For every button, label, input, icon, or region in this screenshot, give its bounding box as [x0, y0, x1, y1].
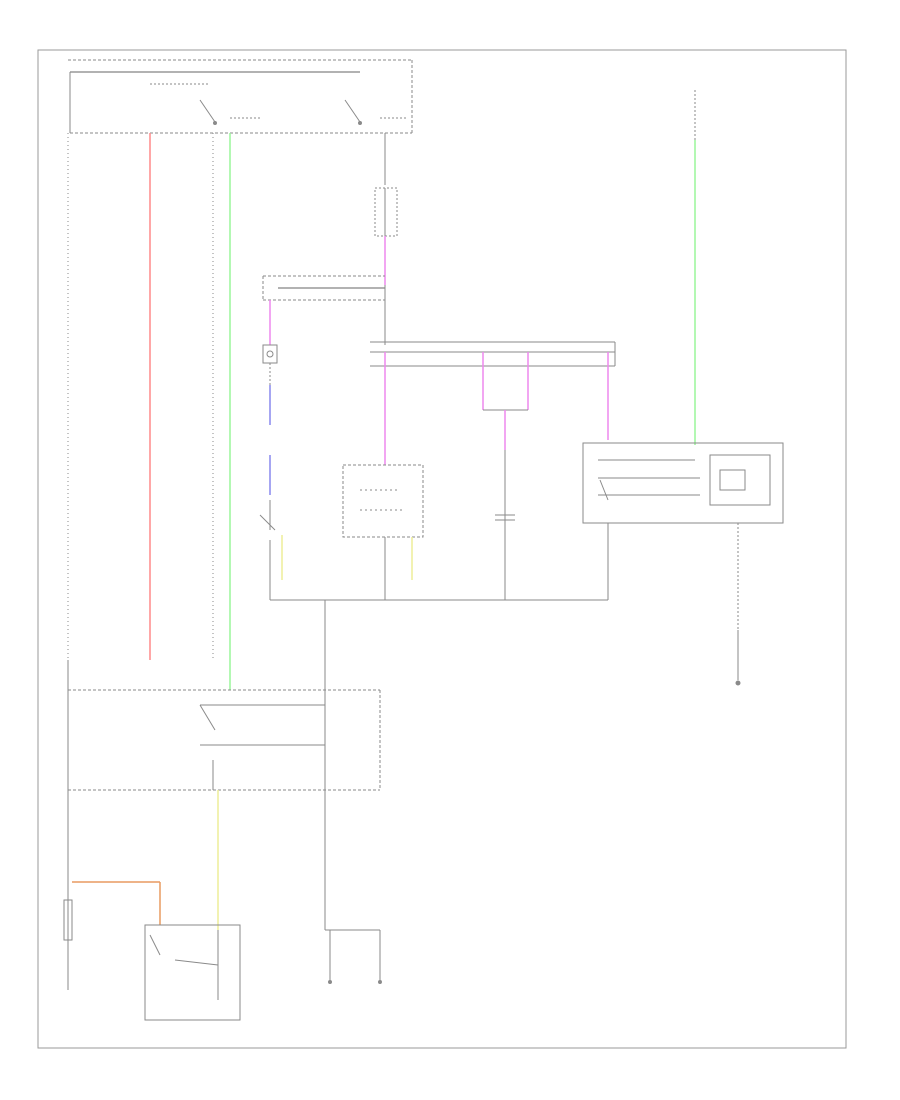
relay-column-left	[259, 300, 283, 600]
ignition-switch-block	[68, 59, 413, 134]
starter-circuit	[63, 880, 241, 1021]
relay-column-center	[342, 352, 424, 600]
left-wires	[67, 133, 386, 690]
diagram-frame	[37, 49, 847, 1049]
ground-point	[735, 680, 741, 686]
fuse-box	[374, 187, 398, 285]
junction-block-main	[262, 275, 616, 367]
radiator-fan-relay	[482, 352, 609, 600]
ground-bus	[270, 599, 608, 670]
output-terminals	[325, 929, 382, 984]
control-module	[582, 90, 784, 680]
starter-relay-block	[67, 660, 381, 930]
